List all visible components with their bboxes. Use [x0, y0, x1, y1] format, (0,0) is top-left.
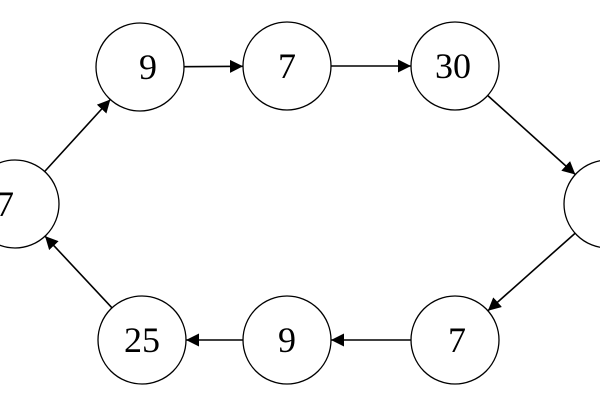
node-circle — [0, 159, 60, 249]
node-circle — [242, 21, 332, 111]
node-label: 7 — [0, 184, 14, 224]
node: 7 — [410, 295, 500, 385]
node-group: 7 9 7 30 7 9 25 — [0, 21, 600, 385]
node: 7 — [0, 159, 60, 249]
edge-arrow — [44, 235, 113, 309]
node-label: 7 — [278, 46, 296, 86]
edge-arrow — [487, 94, 576, 176]
edge-group — [44, 59, 576, 347]
node — [563, 160, 600, 248]
edge-arrow — [487, 232, 576, 312]
node-circle — [410, 295, 500, 385]
node-circle — [242, 295, 332, 385]
node: 30 — [410, 21, 500, 111]
node-label: 25 — [124, 320, 160, 360]
node: 9 — [242, 295, 332, 385]
node-circle — [563, 160, 600, 248]
node-circle — [410, 21, 500, 111]
node-label: 30 — [435, 46, 471, 86]
node-label: 9 — [278, 320, 296, 360]
edge-arrow — [44, 98, 111, 173]
node-circle — [95, 22, 185, 112]
node-label: 9 — [139, 47, 157, 87]
node-circle — [97, 295, 187, 385]
node: 9 — [95, 22, 185, 112]
node-label: 7 — [448, 320, 466, 360]
node: 25 — [97, 295, 187, 385]
node: 7 — [242, 21, 332, 111]
